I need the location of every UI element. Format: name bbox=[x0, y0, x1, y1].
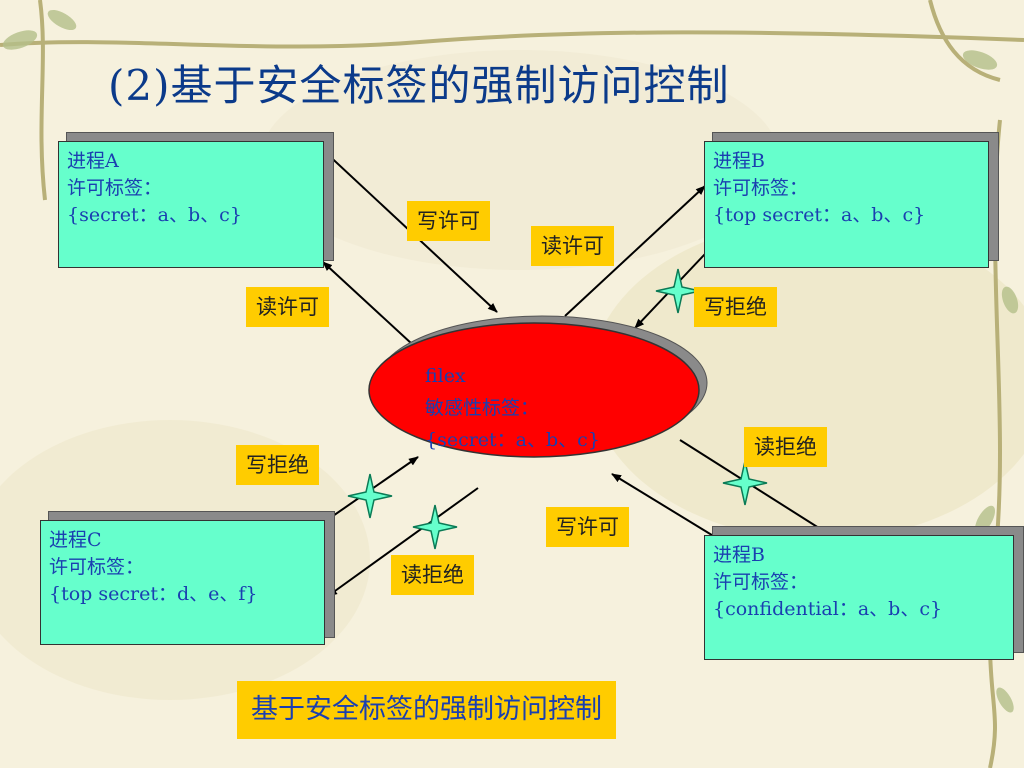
process-b-top-label-value: {top secret：a、b、c} bbox=[713, 204, 926, 226]
process-a-box: 进程A 许可标签： {secret：a、b、c} bbox=[58, 141, 324, 268]
file-ellipse bbox=[368, 322, 700, 458]
deny-star-b-top bbox=[655, 268, 701, 314]
process-a-name: 进程A bbox=[67, 150, 119, 172]
process-b-top-label-title: 许可标签： bbox=[713, 177, 809, 199]
process-b-bottom-label-value: {confidential：a、b、c} bbox=[713, 598, 943, 620]
process-a-label-title: 许可标签： bbox=[67, 177, 163, 199]
label-b-bottom-write: 写许可 bbox=[546, 507, 629, 547]
arrow-b-top-read bbox=[564, 185, 706, 317]
deny-star-c-read bbox=[412, 504, 458, 550]
process-b-top-name: 进程B bbox=[713, 150, 765, 172]
process-b-bottom-box: 进程B 许可标签： {confidential：a、b、c} bbox=[704, 535, 1014, 660]
arrow-b-bottom-read bbox=[679, 439, 831, 536]
process-c-label-title: 许可标签： bbox=[49, 556, 145, 578]
process-c-name: 进程C bbox=[49, 529, 102, 551]
label-c-write: 写拒绝 bbox=[236, 445, 319, 485]
label-b-bottom-read: 读拒绝 bbox=[744, 427, 827, 467]
arrow-b-bottom-write bbox=[611, 473, 721, 541]
label-a-write: 写许可 bbox=[407, 201, 490, 241]
label-a-read: 读许可 bbox=[246, 287, 329, 327]
file-label-value: {secret：a、b、c} bbox=[425, 429, 600, 451]
arrow-a-read bbox=[322, 261, 413, 345]
label-b-top-write: 写拒绝 bbox=[694, 287, 777, 327]
process-b-top-box: 进程B 许可标签： {top secret：a、b、c} bbox=[704, 141, 989, 268]
file-label-title: 敏感性标签： bbox=[425, 397, 540, 419]
deny-star-c-write bbox=[347, 473, 393, 519]
label-c-read: 读拒绝 bbox=[391, 555, 474, 595]
process-a-label-value: {secret：a、b、c} bbox=[67, 204, 242, 226]
process-b-bottom-label-title: 许可标签： bbox=[713, 571, 809, 593]
label-b-top-read: 读许可 bbox=[531, 226, 614, 266]
process-c-box: 进程C 许可标签： {top secret：d、e、f} bbox=[40, 520, 325, 645]
slide-caption: 基于安全标签的强制访问控制 bbox=[237, 681, 616, 739]
deny-star-b-bottom bbox=[722, 460, 768, 506]
arrow-c-write bbox=[329, 456, 419, 519]
arrow-c-read bbox=[327, 487, 479, 597]
file-info: filex 敏感性标签： {secret：a、b、c} bbox=[425, 360, 660, 456]
file-name: filex bbox=[425, 365, 466, 387]
process-b-bottom-name: 进程B bbox=[713, 544, 765, 566]
process-c-label-value: {top secret：d、e、f} bbox=[49, 583, 258, 605]
slide-title: (2)基于安全标签的强制访问控制 bbox=[108, 61, 730, 110]
